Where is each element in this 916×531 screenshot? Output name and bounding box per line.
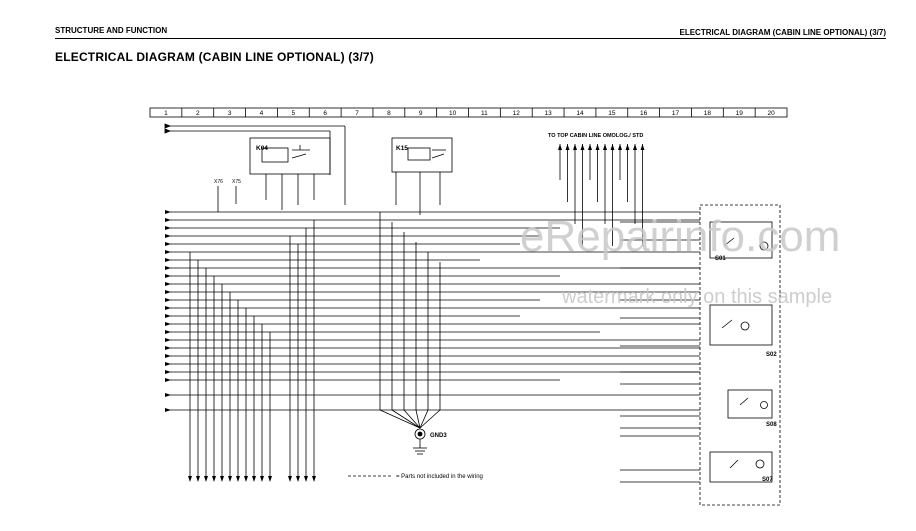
column-number: 20 — [767, 110, 775, 117]
switch-panels — [699, 204, 781, 506]
page-header: ELECTRICAL DIAGRAM (CABIN LINE OPTIONAL)… — [679, 28, 886, 37]
wire-bundle-left — [188, 212, 441, 482]
legend-note: = Parts not included in the wiring — [396, 474, 483, 480]
relay-k15-label: K15 — [396, 145, 408, 152]
connector-x75-label: X75 — [232, 179, 241, 185]
column-number: 5 — [292, 110, 296, 117]
ground-gnd3-label: GND3 — [430, 433, 447, 439]
column-number: 15 — [608, 110, 616, 117]
column-number: 19 — [736, 110, 744, 117]
switch-s01-label: S01 — [715, 256, 726, 262]
connector-x76-label: X76 — [214, 179, 223, 185]
switch-s08-label: S08 — [766, 422, 777, 428]
column-number: 17 — [672, 110, 680, 117]
column-number: 11 — [481, 110, 488, 117]
column-number: 10 — [449, 110, 457, 117]
section-header: STRUCTURE AND FUNCTION — [55, 26, 168, 35]
ground-gnd3 — [413, 428, 427, 455]
column-number: 2 — [196, 110, 200, 117]
top-cabin-note: TO TOP CABIN LINE OMOLOG./ STD — [548, 133, 643, 139]
relay-k04-label: K04 — [256, 145, 268, 152]
top-cabin-feed-wires — [558, 144, 700, 483]
switch-s02-label: S02 — [766, 352, 777, 358]
relay-k04 — [249, 137, 331, 210]
column-number: 9 — [419, 110, 423, 117]
column-number: 12 — [513, 110, 521, 117]
column-number: 1 — [164, 110, 168, 117]
column-number: 8 — [387, 110, 391, 117]
signal-lines — [165, 210, 700, 412]
top-feed-lines — [164, 123, 346, 205]
column-number: 18 — [704, 110, 712, 117]
diagram-title: ELECTRICAL DIAGRAM (CABIN LINE OPTIONAL)… — [55, 50, 374, 64]
column-number: 13 — [545, 110, 553, 117]
connector-x76-x75 — [217, 186, 237, 212]
relay-k15 — [391, 137, 453, 215]
column-number: 14 — [576, 110, 584, 117]
column-number: 4 — [260, 110, 264, 117]
header-rule — [55, 38, 886, 39]
column-number: 16 — [640, 110, 648, 117]
column-number: 6 — [323, 110, 327, 117]
switch-s07-label: S07 — [762, 477, 773, 483]
column-number: 3 — [228, 110, 232, 117]
column-number: 7 — [355, 110, 359, 117]
